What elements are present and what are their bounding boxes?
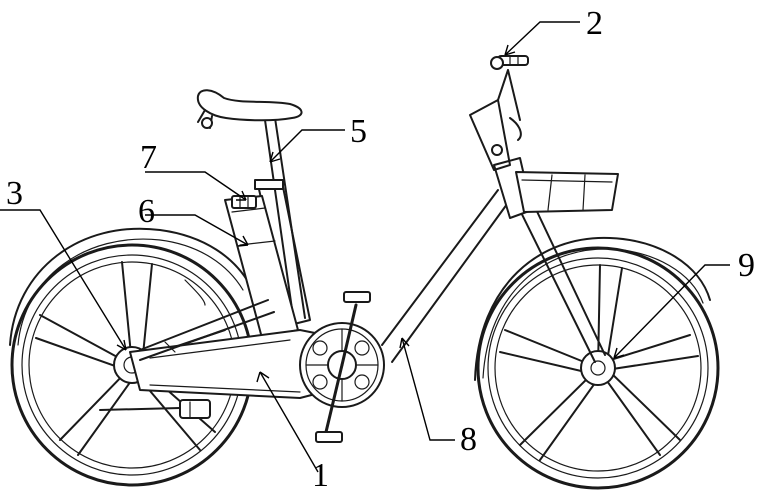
label-2: 2 <box>586 5 603 42</box>
handlebar-grip <box>490 55 529 70</box>
leader-6 <box>145 214 249 246</box>
stem <box>469 99 511 171</box>
saddle <box>196 89 303 122</box>
pedal-upper <box>343 291 371 303</box>
handlebar <box>497 69 521 121</box>
leader-5 <box>269 129 345 163</box>
rear-fender <box>9 227 251 346</box>
front-basket <box>515 171 619 213</box>
label-3: 3 <box>6 175 23 212</box>
front-spokes <box>499 264 699 461</box>
front-fender <box>474 236 711 381</box>
leader-lines <box>0 21 730 473</box>
leader-9 <box>613 264 730 359</box>
leader-1 <box>259 371 319 473</box>
leader-7 <box>145 171 247 201</box>
front-wheel <box>474 236 720 490</box>
leader-2 <box>504 21 580 56</box>
kickstand <box>99 399 211 419</box>
leader-8 <box>401 337 455 441</box>
frame <box>99 55 619 443</box>
leader-3 <box>0 209 127 351</box>
label-6: 6 <box>138 193 155 230</box>
label-8: 8 <box>460 421 477 458</box>
down-tube <box>381 189 499 346</box>
seat-stay <box>139 299 269 351</box>
label-7: 7 <box>140 139 157 176</box>
crank-arm-upper <box>340 303 358 367</box>
pedal-lower <box>315 431 343 443</box>
label-5: 5 <box>350 113 367 150</box>
seat-clamp <box>254 179 284 190</box>
front-tire <box>476 246 720 490</box>
front-hub <box>580 350 616 386</box>
reference-numerals: 1 2 3 5 6 7 8 9 <box>6 5 755 494</box>
seat-post <box>264 119 296 331</box>
label-1: 1 <box>312 457 329 494</box>
crank-arm-lower <box>324 363 344 434</box>
label-9: 9 <box>738 247 755 284</box>
